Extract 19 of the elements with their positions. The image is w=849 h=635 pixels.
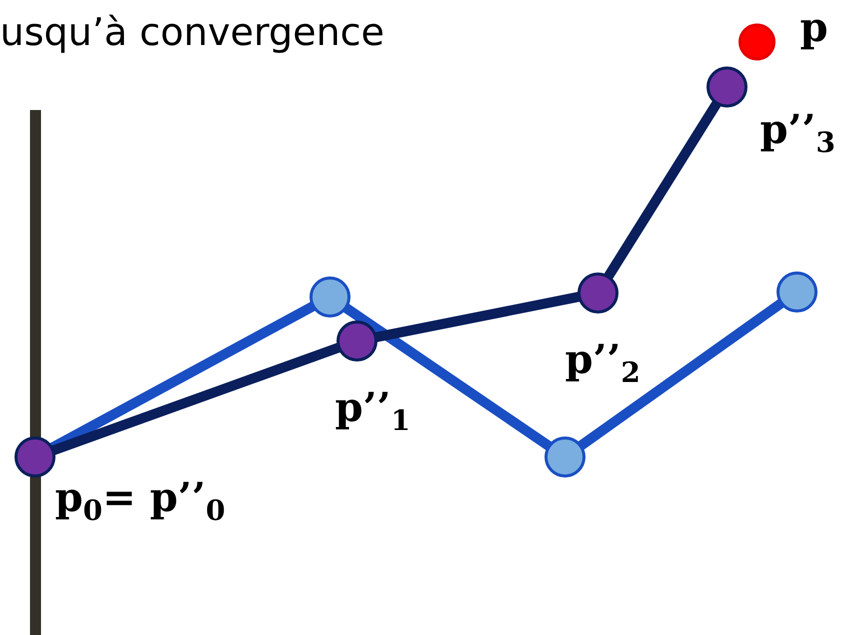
joint-circle — [706, 66, 748, 108]
joint-circle — [309, 276, 351, 318]
joint-circle — [776, 271, 818, 313]
point-label: p$_{0}$= p’’$_{0}$ — [55, 478, 226, 525]
joint-circle — [14, 436, 56, 478]
point-label: p’’$_{2}$ — [565, 340, 640, 387]
joint-circle — [544, 436, 586, 478]
caption-text: usqu’à convergence — [0, 10, 384, 56]
point-label: p — [800, 8, 828, 48]
chain-segment — [604, 100, 722, 280]
chain-segment — [374, 292, 580, 342]
joint-circle — [336, 320, 378, 362]
point-label: p’’$_{1}$ — [335, 388, 410, 435]
point-label: p’’$_{3}$ — [760, 110, 836, 157]
chain-segment — [578, 298, 784, 450]
target-circle — [738, 23, 776, 61]
chain-segment — [342, 304, 552, 450]
chain-segment — [51, 342, 341, 456]
joint-circle — [577, 272, 619, 314]
